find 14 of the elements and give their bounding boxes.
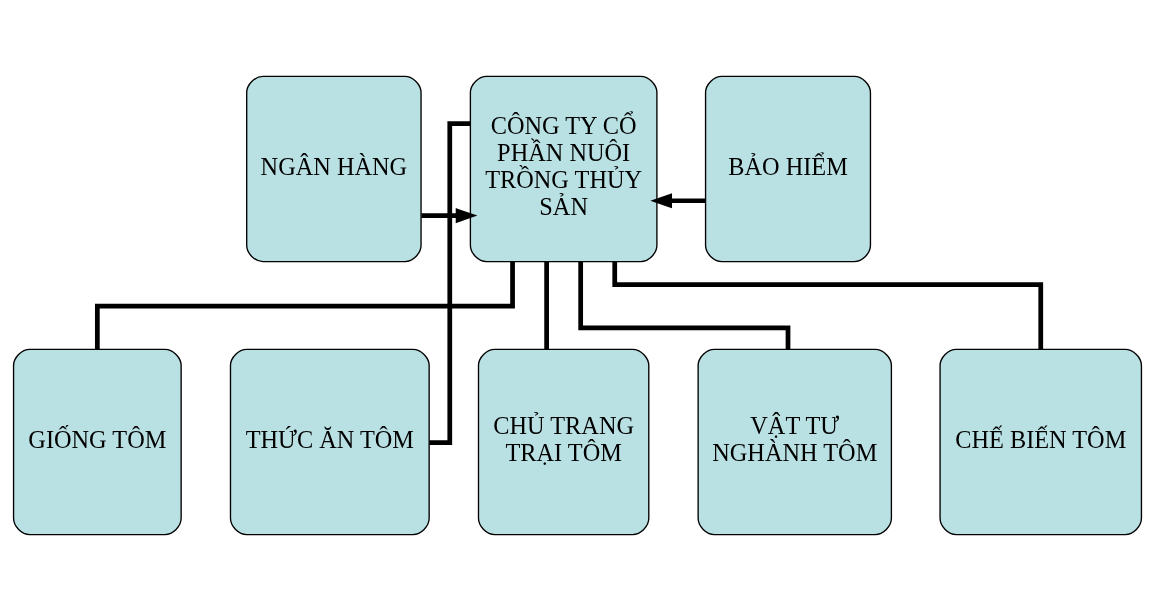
arrow — [421, 208, 478, 224]
node-box: BẢO HIỂM — [704, 75, 872, 263]
connector — [429, 121, 471, 446]
connector — [544, 261, 549, 349]
node-box: CHẾ BIẾN TÔM — [939, 348, 1143, 536]
connector — [578, 261, 791, 350]
node-box: GIỐNG TÔM — [12, 348, 182, 536]
node-box: CHỦ TRANG TRẠI TÔM — [477, 348, 650, 536]
arrow — [650, 193, 706, 209]
connector — [95, 261, 515, 350]
node-box: CÔNG TY CỔ PHẦN NUÔI TRỒNG THỦY SẢN — [469, 75, 658, 263]
node-box: THỨC ĂN TÔM — [229, 348, 430, 536]
node-box: NGÂN HÀNG — [246, 75, 422, 263]
node-box: VẬT TƯ NGHÀNH TÔM — [697, 348, 893, 536]
